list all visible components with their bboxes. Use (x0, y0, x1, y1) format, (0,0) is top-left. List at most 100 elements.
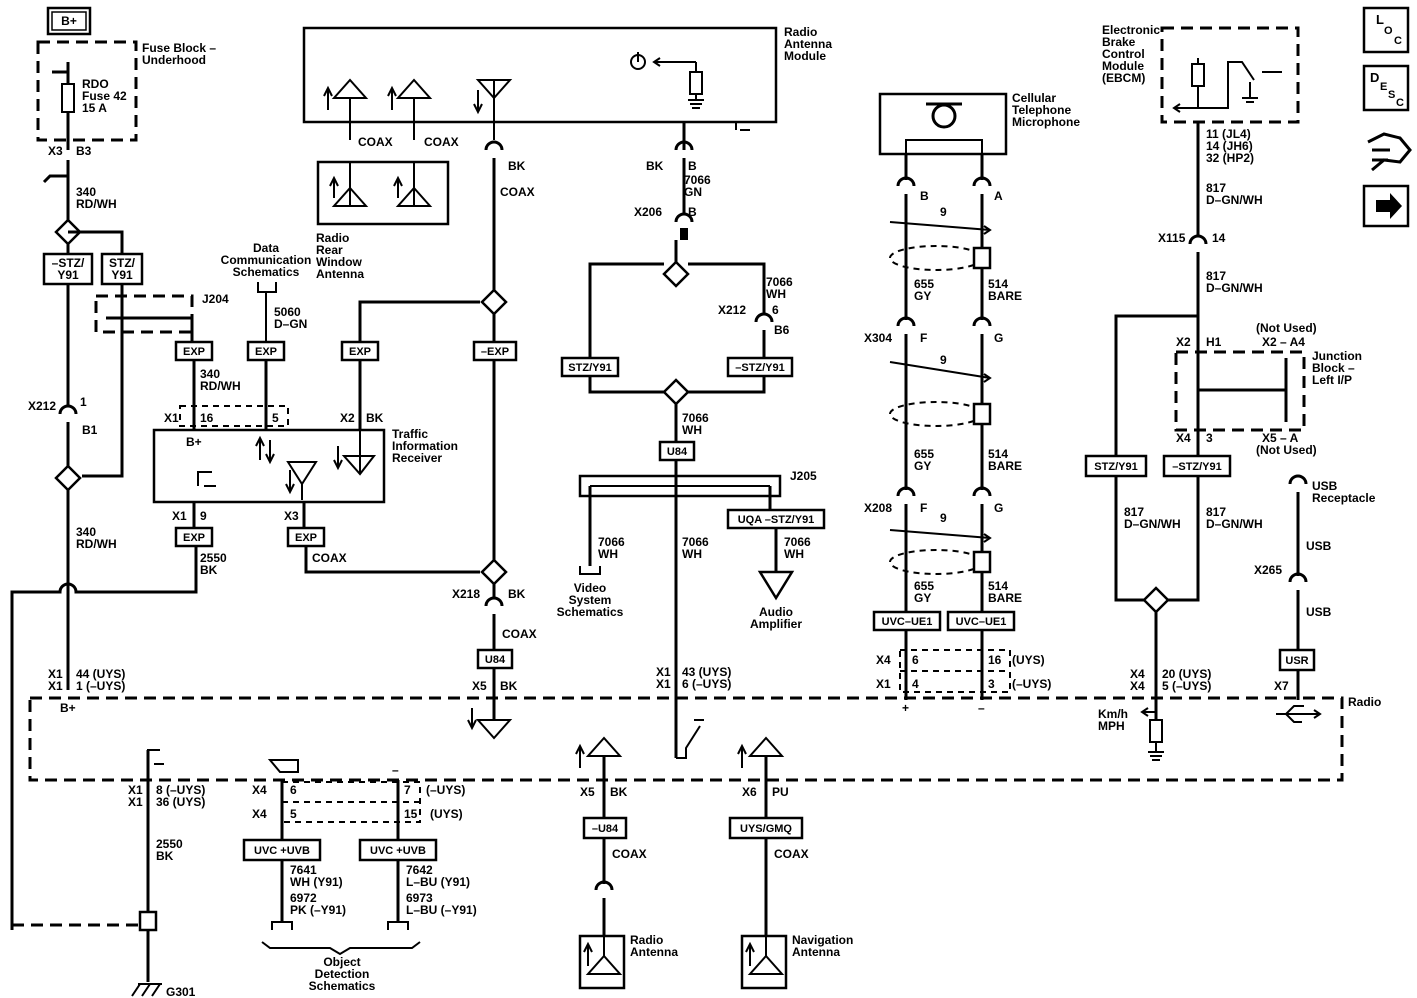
svg-text:UVC +UVB: UVC +UVB (370, 845, 426, 857)
navigation-antenna (740, 934, 788, 990)
svg-text:(–UYS): (–UYS) (426, 783, 465, 797)
usb-icon (1276, 705, 1322, 723)
uvc-uvb-option-2: UVC +UVB (358, 838, 438, 862)
svg-text:UYS/GMQ: UYS/GMQ (740, 823, 792, 835)
amplifier-icon (757, 570, 795, 601)
svg-text:C: C (1394, 35, 1402, 47)
usr-option: USR (1278, 648, 1316, 672)
svg-text:Left I/P: Left I/P (1312, 373, 1352, 387)
svg-text:Traffic: Traffic (392, 427, 428, 441)
svg-text:5 (–UYS): 5 (–UYS) (1162, 679, 1211, 693)
location-button[interactable]: L O C (1362, 6, 1410, 54)
svg-text:X1: X1 (128, 795, 143, 809)
svg-text:340: 340 (200, 367, 220, 381)
svg-text:(UYS): (UYS) (1012, 653, 1045, 667)
svg-text:X4: X4 (252, 783, 267, 797)
svg-text:–STZ/Y91: –STZ/Y91 (735, 362, 785, 374)
svg-text:Module: Module (1102, 59, 1144, 73)
svg-text:5: 5 (290, 807, 297, 821)
svg-text:7066: 7066 (682, 411, 709, 425)
svg-text:USB: USB (1312, 479, 1338, 493)
svg-text:X1: X1 (164, 411, 179, 425)
svg-text:X2: X2 (1176, 335, 1191, 349)
svg-text:X3: X3 (284, 509, 299, 523)
u84-neg-option: –U84 (582, 816, 628, 840)
stz-y91-option-1: STZ/Y91 (560, 356, 620, 378)
svg-text:F: F (920, 501, 927, 515)
svg-text:BARE: BARE (988, 459, 1022, 473)
svg-text:9: 9 (940, 511, 947, 525)
svg-text:D–GN/WH: D–GN/WH (1206, 281, 1263, 295)
svg-text:Information: Information (392, 439, 458, 453)
svg-text:655: 655 (914, 447, 934, 461)
svg-text:Communication: Communication (221, 253, 312, 267)
cellular-telephone-microphone (878, 92, 1008, 156)
svg-text:X5: X5 (472, 679, 487, 693)
svg-text:Receptacle: Receptacle (1312, 491, 1376, 505)
svg-text:Radio: Radio (1348, 695, 1381, 709)
svg-text:7641: 7641 (290, 863, 317, 877)
svg-text:1: 1 (80, 395, 87, 409)
svg-text:7066: 7066 (682, 535, 709, 549)
svg-text:X212: X212 (28, 399, 56, 413)
svg-text:X1: X1 (656, 665, 671, 679)
svg-text:L–BU (Y91): L–BU (Y91) (406, 875, 470, 889)
svg-text:–EXP: –EXP (481, 346, 509, 358)
svg-text:BK: BK (610, 785, 628, 799)
svg-text:X5: X5 (580, 785, 595, 799)
svg-text:BARE: BARE (988, 591, 1022, 605)
svg-text:(UYS): (UYS) (430, 807, 463, 821)
ground-symbol-icon (131, 983, 162, 997)
svg-text:Schematics: Schematics (309, 979, 376, 993)
connector-view-icon[interactable] (1367, 132, 1412, 172)
svg-text:(–UYS): (–UYS) (1012, 677, 1051, 691)
svg-text:B: B (688, 205, 697, 219)
svg-text:COAX: COAX (358, 135, 393, 149)
svg-text:WH (Y91): WH (Y91) (290, 875, 343, 889)
svg-text:2550: 2550 (200, 551, 227, 565)
svg-text:–: – (978, 701, 985, 715)
svg-text:X3: X3 (48, 144, 63, 158)
svg-text:X1: X1 (128, 783, 143, 797)
svg-text:STZ/: STZ/ (109, 256, 136, 270)
radio-rear-window-antenna (316, 160, 450, 226)
svg-text:GY: GY (914, 459, 931, 473)
svg-text:X7: X7 (1274, 679, 1289, 693)
description-button[interactable]: D E S C (1362, 64, 1410, 112)
uqa-option: UQA –STZ/Y91 (726, 508, 826, 530)
svg-text:Object: Object (323, 955, 360, 969)
svg-text:D–GN/WH: D–GN/WH (1206, 193, 1263, 207)
svg-text:Module: Module (784, 49, 826, 63)
svg-text:EXP: EXP (183, 346, 205, 358)
svg-text:X206: X206 (634, 205, 662, 219)
svg-text:340: 340 (76, 185, 96, 199)
u84-option-2: U84 (658, 440, 696, 462)
svg-text:6: 6 (912, 653, 919, 667)
svg-text:B: B (920, 189, 929, 203)
svg-text:Telephone: Telephone (1012, 103, 1071, 117)
svg-text:B: B (688, 159, 697, 173)
svg-text:X4: X4 (876, 653, 891, 667)
svg-text:PK (–Y91): PK (–Y91) (290, 903, 346, 917)
svg-text:UQA –STZ/Y91: UQA –STZ/Y91 (738, 514, 815, 526)
svg-text:6: 6 (772, 303, 779, 317)
svg-text:655: 655 (914, 579, 934, 593)
svg-text:Audio: Audio (759, 605, 793, 619)
svg-text:X1: X1 (656, 677, 671, 691)
next-arrow-button[interactable] (1362, 184, 1410, 228)
svg-text:Amplifier: Amplifier (750, 617, 802, 631)
svg-text:32 (HP2): 32 (HP2) (1206, 151, 1254, 165)
svg-text:Receiver: Receiver (392, 451, 442, 465)
svg-text:WH: WH (682, 423, 702, 437)
svg-text:14 (JH6): 14 (JH6) (1206, 139, 1253, 153)
svg-text:Microphone: Microphone (1012, 115, 1080, 129)
svg-text:EXP: EXP (349, 346, 371, 358)
exp-option-2: EXP (246, 340, 286, 362)
svg-text:E: E (1380, 81, 1387, 93)
svg-text:U84: U84 (667, 446, 688, 458)
svg-text:Schematics: Schematics (233, 265, 300, 279)
svg-text:514: 514 (988, 277, 1008, 291)
shielded-pair: 9 655 GY 514 BARE (889, 194, 1022, 320)
uvc-uvb-option-1: UVC +UVB (242, 838, 322, 862)
uvc-ue1-option-2: UVC–UE1 (946, 610, 1016, 632)
